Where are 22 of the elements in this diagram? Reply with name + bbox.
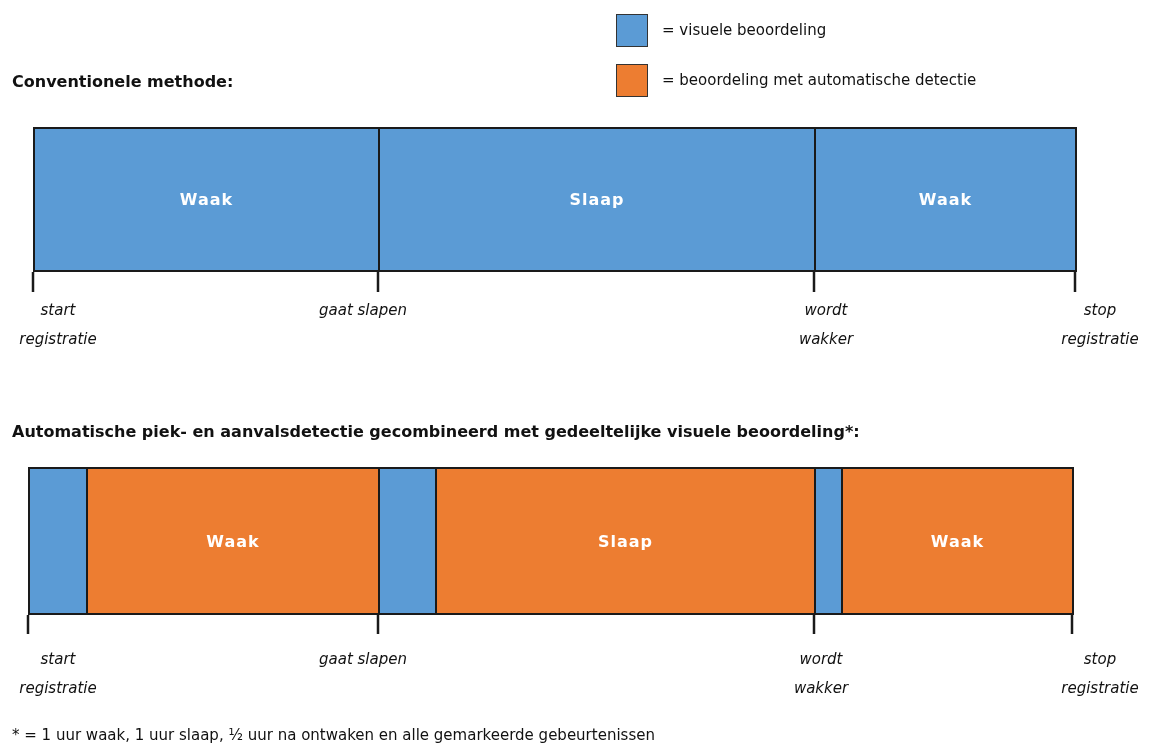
section-heading: Conventionele methode: [12,72,234,91]
timeline-segment: Waak [841,467,1074,615]
timeline-segment [378,467,437,615]
timeline-segment: Slaap [435,467,816,615]
time-marker-label: gaat slapen [318,649,408,670]
time-marker-label: gaat slapen [318,300,408,321]
time-marker-label: start registratie [18,300,98,350]
timeline-segment: Waak [86,467,380,615]
legend-label: = visuele beoordeling [662,21,827,39]
section-heading: Automatische piek- en aanvalsdetectie gecombineerd met gedeeltelijke visuele beoordeling*: [12,422,860,441]
timeline-segment: Slaap [378,127,816,272]
time-marker-label: stop registratie [1060,300,1140,350]
timeline-segment [28,467,88,615]
timeline-segment: Waak [814,127,1077,272]
timeline-segment [814,467,843,615]
footnote: * = 1 uur waak, 1 uur slaap, ½ uur na ontwaken en alle gemarkeerde gebeurtenissen [12,726,655,744]
timeline-segment: Waak [33,127,380,272]
time-marker-label: start registratie [18,649,98,699]
legend-label: = beoordeling met automatische detectie [662,71,977,89]
time-marker-label: wordt wakker [797,300,855,350]
time-marker-label: stop registratie [1060,649,1140,699]
time-marker-label: wordt wakker [792,649,850,699]
